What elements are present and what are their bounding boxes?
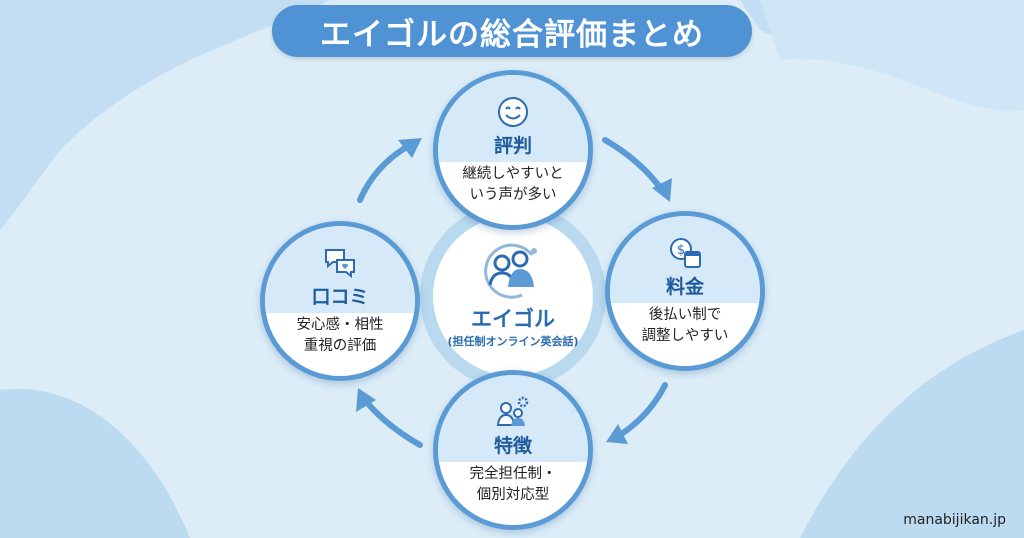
- teacher-student-logo-icon: [484, 243, 537, 299]
- item-price: $ 料金 後払い制で調整しやすい: [605, 211, 765, 371]
- item-desc-line: 完全担任制・: [469, 465, 557, 482]
- arrow-price-to-features: [617, 382, 668, 438]
- item-reputation: 評判 継続しやすいという声が多い: [433, 70, 593, 230]
- arrow-reputation-to-price: [602, 137, 665, 193]
- chat-heart-icon: [325, 249, 355, 279]
- brand-name: エイゴル: [471, 307, 555, 331]
- arrow-reviews-to-reputation: [357, 142, 413, 203]
- item-desc-line: いう声が多い: [469, 186, 557, 203]
- svg-text:$: $: [677, 243, 685, 258]
- site-credit: manabijikan.jp: [903, 512, 1006, 528]
- arrow-features-to-reviews: [362, 397, 423, 448]
- item-desc-line: 個別対応型: [476, 486, 550, 503]
- cycle-arrows: [357, 137, 668, 448]
- item-desc-line: 重視の評価: [303, 337, 377, 354]
- people-gear-icon: [496, 396, 529, 426]
- smiley-icon: [498, 97, 528, 127]
- item-reviews: 口コミ 安心感・相性重視の評価: [260, 221, 420, 381]
- item-title: 口コミ: [311, 286, 369, 308]
- item-desc-line: 安心感・相性: [296, 316, 384, 333]
- dollar-calendar-icon: $: [670, 238, 701, 268]
- item-title: 評判: [493, 135, 532, 157]
- item-title: 料金: [665, 276, 704, 298]
- item-desc-line: 調整しやすい: [641, 327, 729, 344]
- item-desc-line: 後払い制で: [648, 306, 722, 323]
- item-desc-line: 継続しやすいと: [462, 165, 564, 182]
- brand-subtitle: (担任制オンライン英会話): [447, 335, 579, 348]
- item-features: 特徴 完全担任制・個別対応型: [433, 370, 593, 530]
- center-circle: エイゴル (担任制オンライン英会話): [420, 203, 606, 389]
- item-title: 特徴: [493, 435, 532, 457]
- page-title: エイゴルの総合評価まとめ: [272, 5, 752, 57]
